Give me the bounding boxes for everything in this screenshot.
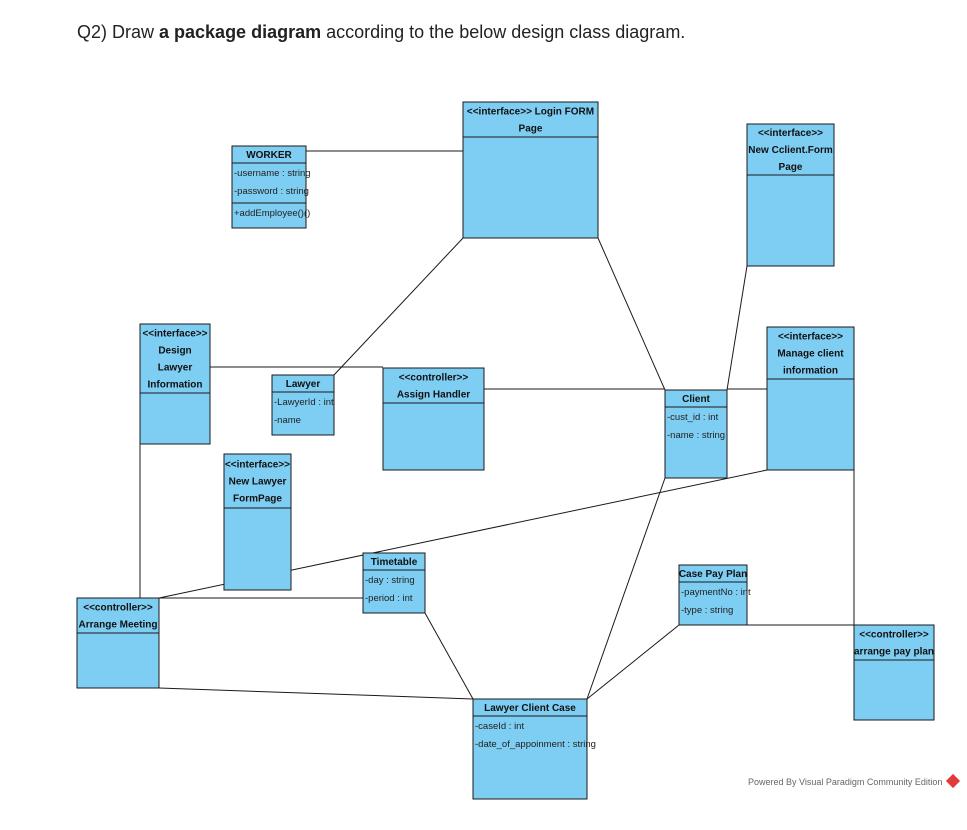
class-attribute: -cust_id : int (667, 412, 719, 423)
class-boxes: WORKER -username : string -password : stri… (76, 101, 935, 800)
class-box-manage-client: <<interface>> Manage client information (766, 326, 855, 471)
class-title: <<interface>> (778, 332, 843, 343)
class-box-frame (462, 101, 599, 239)
class-box-frame (382, 367, 485, 471)
class-attribute: -password : string (234, 186, 309, 197)
class-title: <<controller>> (83, 603, 153, 614)
class-title: Client (682, 394, 710, 405)
class-box-frame (223, 453, 292, 591)
class-title: information (783, 366, 838, 377)
visual-paradigm-logo-icon (946, 773, 961, 789)
class-box-case-pay-plan: Case Pay Plan -paymentNo : int -type : str… (678, 564, 751, 626)
question-text: Q2) Draw a package diagram according to … (77, 22, 686, 42)
class-attribute: -username : string (234, 168, 311, 179)
class-attribute: -LawyerId : int (274, 397, 334, 408)
class-title: New Lawyer (229, 477, 287, 488)
class-box-frame (746, 123, 835, 267)
class-box-frame (271, 374, 335, 436)
association-line (333, 237, 464, 376)
class-box-lawyer: Lawyer -LawyerId : int -name (271, 374, 335, 436)
class-box-lawyer-client-case: Lawyer Client Case -caseId : int -date_of_… (472, 698, 596, 800)
class-box-new-client-form: <<interface>> New Cclient.FormPage (746, 123, 835, 267)
class-box-frame (231, 145, 307, 229)
class-title: Manage client (777, 349, 844, 360)
class-title: <<interface>> Login FORM (467, 107, 594, 118)
class-box-worker: WORKER -username : string -password : stri… (231, 145, 311, 229)
class-title: <<controller>> (399, 373, 469, 384)
association-line (586, 477, 666, 700)
class-box-frame (76, 597, 160, 689)
class-title: Information (148, 380, 203, 391)
class-attribute: -period : int (365, 593, 413, 604)
class-box-arrange-pay-plan: <<controller>> arrange pay plan (853, 624, 935, 721)
class-title: Page (519, 124, 543, 135)
class-title: FormPage (233, 494, 282, 505)
class-attribute: -name : string (667, 430, 725, 441)
class-box-frame (139, 323, 211, 445)
class-box-arrange-meeting: <<controller>> Arrange Meeting (76, 597, 160, 689)
class-box-login-form: <<interface>> Login FORM Page (462, 101, 599, 239)
class-title: arrange pay plan (854, 647, 934, 658)
class-title: <<interface>> (142, 329, 207, 340)
class-box-assign-handler: <<controller>> Assign Handler (382, 367, 485, 471)
association-line (597, 237, 666, 391)
class-title: WORKER (246, 150, 292, 161)
class-attribute: -paymentNo : int (681, 587, 751, 598)
class-title: Assign Handler (397, 390, 470, 401)
class-title: Arrange Meeting (79, 620, 158, 631)
class-title: Case Pay Plan (679, 569, 747, 580)
class-title: Lawyer (158, 363, 193, 374)
class-attribute: -caseId : int (475, 721, 524, 732)
class-operation: +addEmployee()() (234, 208, 310, 219)
association-line (424, 612, 474, 700)
class-box-timetable: Timetable -day : string -period : int (362, 552, 426, 614)
class-box-client: Client -cust_id : int -name : string (664, 389, 728, 479)
class-box-frame (664, 389, 728, 479)
class-box-frame (362, 552, 426, 614)
class-attribute: -day : string (365, 575, 415, 586)
class-title: Timetable (371, 557, 418, 568)
class-attribute: -date_of_appoinment : string (475, 739, 596, 750)
class-attribute: -name (274, 415, 301, 426)
class-title: Lawyer Client Case (484, 703, 576, 714)
class-title: <<controller>> (859, 630, 929, 641)
association-line (726, 265, 748, 391)
class-title: New Cclient.Form (748, 145, 833, 156)
class-title: <<interface>> (758, 128, 823, 139)
class-title: <<interface>> (225, 460, 290, 471)
association-line (158, 687, 474, 700)
class-box-frame (853, 624, 935, 721)
class-title: Page (779, 162, 803, 173)
class-title: Design (158, 346, 191, 357)
class-title: Lawyer (286, 379, 321, 390)
association-line (586, 624, 680, 700)
class-box-frame (766, 326, 855, 471)
class-attribute: -type : string (681, 605, 733, 616)
class-box-frame (678, 564, 748, 626)
powered-by-footer: Powered By Visual Paradigm Community Edi… (748, 773, 961, 789)
